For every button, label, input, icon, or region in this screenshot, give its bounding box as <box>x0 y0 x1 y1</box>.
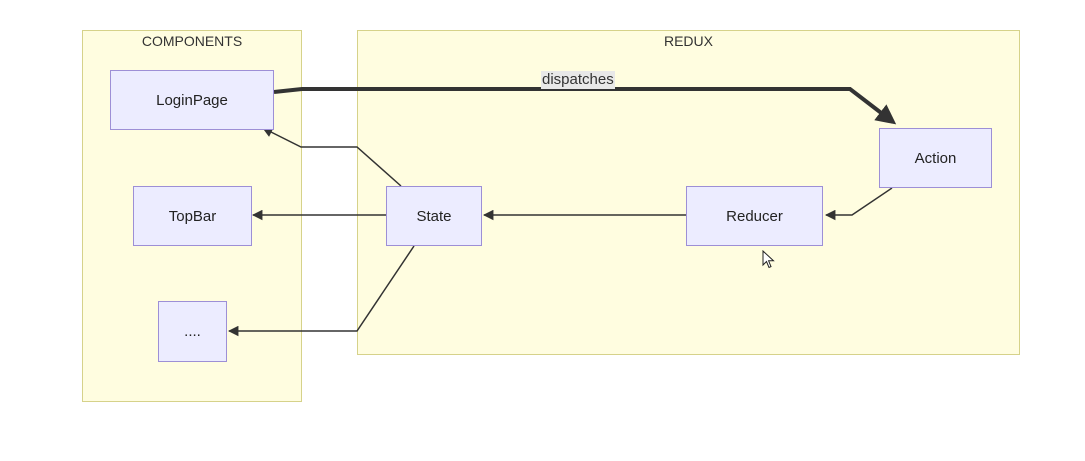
edge-state-to-loginpage <box>262 127 402 187</box>
node-reducer-label: Reducer <box>726 207 783 225</box>
mouse-cursor-icon <box>762 250 775 269</box>
components-group-title: COMPONENTS <box>141 33 243 49</box>
node-action[interactable]: Action <box>879 128 992 188</box>
node-state[interactable]: State <box>386 186 482 246</box>
node-ellipsis[interactable]: .... <box>158 301 227 362</box>
node-loginpage-label: LoginPage <box>156 91 228 109</box>
node-action-label: Action <box>914 149 957 167</box>
redux-group-title: REDUX <box>663 33 713 49</box>
edge-action-to-reducer <box>824 187 893 221</box>
node-ellipsis-label: .... <box>184 323 201 340</box>
node-reducer[interactable]: Reducer <box>686 186 823 246</box>
edge-state-to-ellipsis <box>227 245 415 337</box>
node-state-label: State <box>416 207 452 225</box>
node-loginpage[interactable]: LoginPage <box>110 70 274 130</box>
edge-loginpage-to-action <box>273 87 897 125</box>
edge-label-dispatches: dispatches <box>541 71 615 89</box>
node-topbar[interactable]: TopBar <box>133 186 252 246</box>
node-topbar-label: TopBar <box>168 207 217 225</box>
